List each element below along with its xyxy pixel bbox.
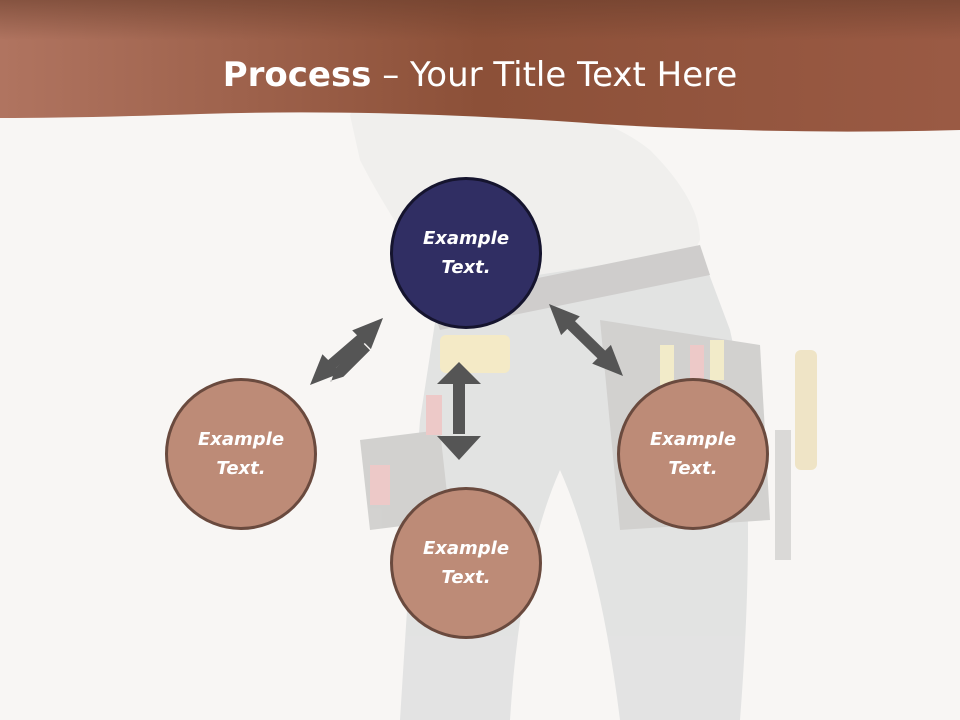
- node-top: Example Text.: [390, 177, 542, 329]
- node-bottom: Example Text.: [390, 487, 542, 639]
- title-bold: Process: [222, 55, 372, 95]
- node-left-text: Example Text.: [197, 429, 285, 479]
- node-bottom-text: Example Text.: [422, 538, 510, 588]
- node-top-text: Example Text.: [422, 228, 510, 278]
- node-right: Example Text.: [617, 378, 769, 530]
- arrow-top-right: [549, 304, 623, 376]
- node-right-text: Example Text.: [649, 429, 737, 479]
- page-title: Process – Your Title Text Here: [0, 52, 960, 98]
- node-left: Example Text.: [165, 378, 317, 530]
- arrow-top-left: [310, 318, 383, 385]
- arrow-vertical: [437, 362, 481, 460]
- title-rest: – Your Title Text Here: [371, 55, 738, 95]
